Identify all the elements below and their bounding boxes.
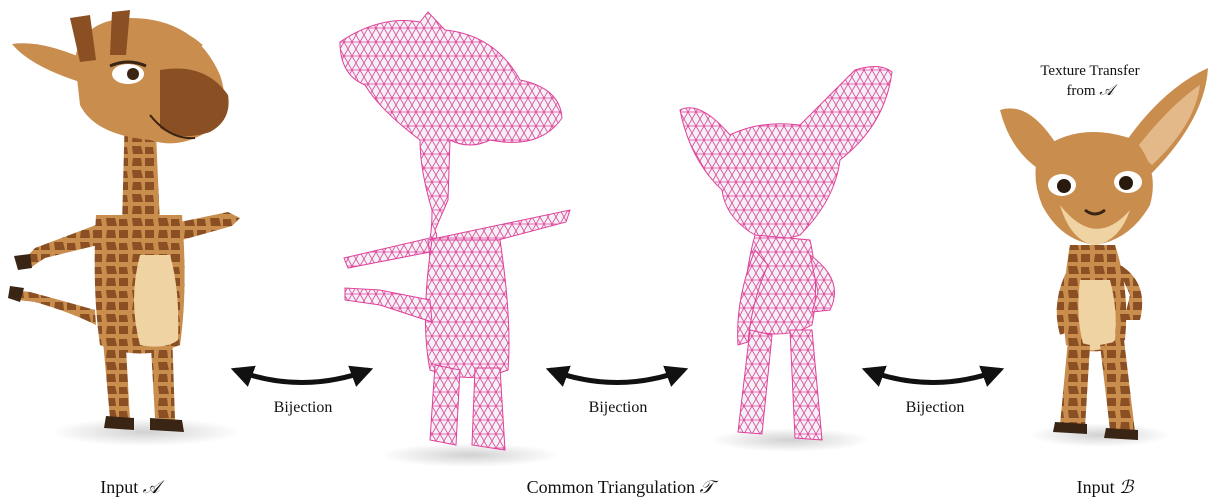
caption-input-a: Input 𝒜 — [80, 477, 180, 498]
caption-common-triangulation: Common Triangulation 𝒯 — [490, 477, 750, 498]
texture-transfer-label: Texture Transfer from 𝒜 — [1025, 62, 1155, 101]
bijection-arrow-2 — [550, 370, 684, 383]
mesh-giraffe — [340, 12, 570, 450]
giraffe-model — [8, 10, 240, 432]
bijection-label-2: Bijection — [583, 399, 653, 417]
bijection-label-1: Bijection — [268, 399, 338, 417]
shadow-fennec — [1030, 423, 1170, 447]
shadow-mesh-b — [710, 428, 870, 452]
fennec-model — [1000, 68, 1208, 440]
shadow-giraffe — [50, 418, 240, 446]
bijection-arrow-1 — [235, 370, 369, 383]
caption-input-b: Input ℬ — [1055, 477, 1155, 498]
bijection-arrow-3 — [866, 370, 1000, 383]
mesh-fennec — [680, 66, 892, 440]
shadow-mesh-a — [380, 443, 560, 467]
bijection-label-3: Bijection — [898, 399, 972, 417]
